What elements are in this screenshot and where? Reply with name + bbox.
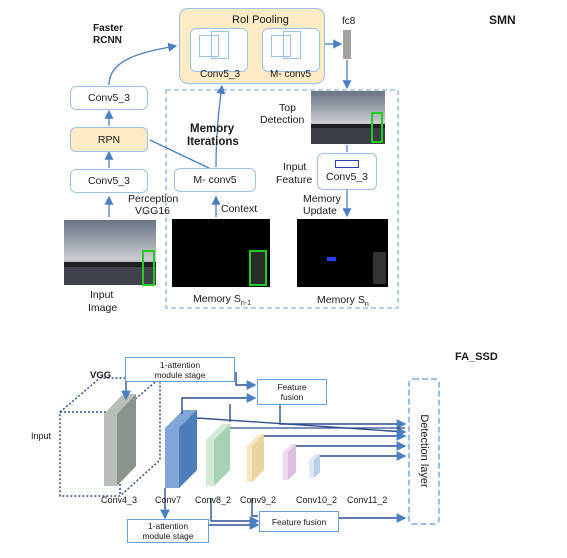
input-feature-label-2: Feature (276, 174, 313, 186)
roi-region-icon (199, 35, 219, 57)
attention-module-top: 1-attention module stage (125, 357, 235, 382)
smn-title: SMN (489, 13, 516, 27)
detection-layer-box (408, 378, 440, 525)
rpn-box: RPN (70, 127, 148, 152)
conv9-2-slab (247, 434, 264, 482)
m-conv5-box: M- conv5 (174, 168, 256, 192)
vgg-label: VGG (90, 370, 112, 381)
layer-conv10-2: Conv10_2 (296, 495, 338, 505)
memory-next-map (297, 219, 388, 287)
fa-ssd-title: FA_SSD (455, 351, 498, 363)
feature-rect-icon (335, 160, 359, 168)
perception-label-2: VGG16 (135, 205, 171, 217)
input-image-photo (64, 220, 156, 286)
conv4-3-slab (104, 394, 136, 486)
top-detection-photo (311, 91, 385, 144)
roi-mconv5-tile (262, 28, 320, 72)
feature-fusion-bottom: Feature fusion (259, 511, 339, 532)
feature-fusion-top-line2: fusion (280, 392, 304, 402)
layer-conv11-2: Conv11_2 (347, 495, 388, 505)
layer-conv9-2: Conv9_2 (240, 495, 277, 505)
feature-fusion-top: Feature fusion (257, 379, 327, 405)
conv11-2-slab (309, 454, 320, 478)
roi-conv5-3-label: Conv5_3 (200, 69, 241, 80)
memory-update-label-1: Memory (303, 193, 341, 205)
conv5-3-bottom-box: Conv5_3 (70, 169, 148, 193)
input-label: Input (31, 431, 52, 441)
perception-label-1: Perception (128, 193, 179, 205)
roi-region-icon (283, 31, 301, 59)
fc8-bar (343, 30, 351, 59)
attention-bottom-line2: module stage (142, 531, 194, 541)
context-label: Context (221, 203, 258, 215)
conv8-2-slab (206, 424, 230, 486)
fc8-label: fc8 (342, 16, 356, 27)
attention-top-line2: module stage (154, 369, 206, 380)
layer-conv7: Conv7 (155, 495, 182, 505)
memory-prev-map (172, 219, 270, 287)
conv5-3-right-label: Conv5_3 (325, 171, 369, 183)
top-detection-label-2: Detection (260, 114, 305, 126)
memory-prev-label: Memory Sn-1 (193, 293, 251, 308)
attention-bottom-line1: 1-attention (147, 521, 189, 531)
attention-module-bottom: 1-attention module stage (127, 519, 209, 543)
memory-iterations-label-2: Iterations (187, 136, 239, 148)
feature-fusion-top-line1: Feature (277, 382, 307, 392)
top-detection-label-1: Top (279, 102, 296, 114)
roi-mconv5-label: M- conv5 (270, 69, 312, 80)
faster-rcnn-label-1: Faster (93, 23, 124, 34)
memory-update-label-2: Update (303, 205, 337, 217)
conv5-3-right-box: Conv5_3 (317, 153, 377, 190)
attention-top-line1: 1-attention (159, 359, 201, 370)
layer-conv4-3: Conv4_3 (101, 495, 138, 505)
roi-region-icon (271, 35, 291, 57)
layer-conv8-2: Conv8_2 (195, 495, 232, 505)
input-image-label-2: Image (88, 302, 118, 314)
faster-rcnn-label-2: RCNN (93, 35, 122, 46)
detection-layer-label: Detection layer (418, 414, 430, 488)
memory-iterations-region (165, 89, 399, 309)
conv5-3-top-box: Conv5_3 (70, 86, 148, 110)
input-feature-label-1: Input (283, 161, 307, 173)
memory-next-label: Memory Sn (317, 294, 369, 309)
conv10-2-slab (283, 444, 296, 480)
roi-conv5-3-tile (190, 28, 248, 72)
roi-region-icon (211, 31, 229, 59)
input-image-label-1: Input (90, 289, 114, 301)
memory-iterations-label-1: Memory (190, 123, 235, 135)
conv7-slab (165, 410, 197, 488)
roi-pooling-label: RoI Pooling (232, 14, 289, 26)
